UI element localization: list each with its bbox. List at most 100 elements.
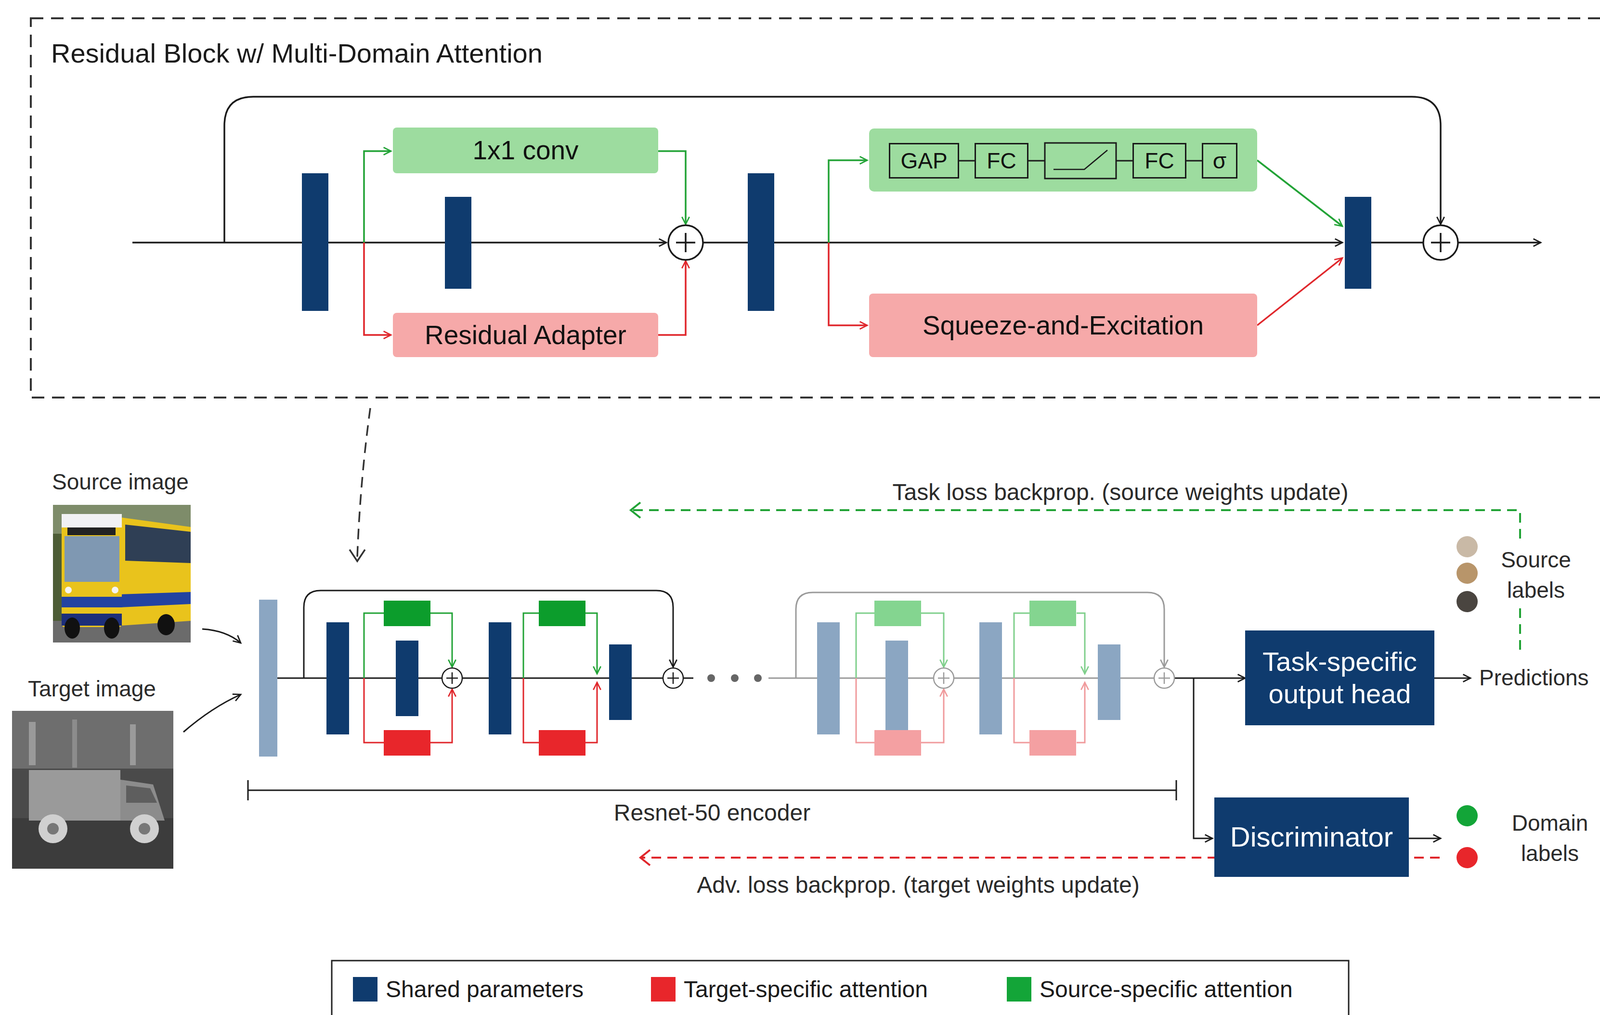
label-slot: Domain labels [1506, 808, 1594, 870]
target-attention-block [538, 730, 586, 756]
target-photo [130, 724, 136, 766]
node-text: Squeeze-and-Excitation [922, 310, 1204, 342]
legend-text: Source-specific attention [1039, 976, 1293, 1003]
domain-label-dot [1456, 805, 1478, 827]
panel-frame: Residual Block w/ Multi-Domain Attention… [30, 18, 1600, 398]
panel-frame-outline [30, 18, 1600, 398]
legend-frame [331, 961, 1349, 1015]
faded-sum-symbol [933, 668, 954, 689]
shared-layer-bar [301, 173, 329, 312]
source-path [658, 151, 686, 225]
se-attention-panel [1028, 160, 1133, 162]
source-path [430, 613, 453, 668]
discriminator-box: Discriminator [1214, 797, 1409, 878]
sum-symbol [1430, 233, 1451, 253]
target-photo [12, 711, 174, 870]
target-photo [126, 785, 157, 804]
legend-entry: Source-specific attention [1006, 977, 1293, 1002]
annotation-label: Target image [26, 676, 158, 703]
block-wire [132, 241, 667, 244]
head-box: Task-specific output head [1245, 630, 1435, 726]
target-path [828, 242, 868, 326]
faded-source-attention-block [1029, 600, 1077, 627]
se-attention-panel [869, 128, 1258, 192]
shared-layer-bar [395, 640, 419, 717]
target-photo [120, 780, 165, 821]
annotation-label: Domain labels [1506, 808, 1594, 870]
legend-frame [331, 961, 1349, 1015]
node-text: FC [1144, 147, 1174, 174]
target-photo [72, 719, 78, 768]
annotation-label: Resnet-50 encoder [611, 799, 813, 828]
annotation-label: Task loss backprop. (source weights upda… [890, 478, 1351, 507]
block-wire [1457, 241, 1541, 244]
class-label-dot [1456, 591, 1478, 613]
encoder-wire [1174, 677, 1246, 680]
faded-target-attention-block [874, 730, 1077, 756]
class-label-dot [1456, 536, 1478, 558]
connector [1186, 160, 1202, 162]
shared-layer-bar [326, 622, 632, 735]
sum-symbol [668, 225, 1458, 261]
label-slot: Predictions [1477, 664, 1591, 692]
source-photo [61, 514, 122, 628]
annotation-label: Adv. loss backprop. (target weights upda… [694, 871, 1142, 900]
shared-layer-bar [747, 173, 775, 312]
target-photo [12, 818, 174, 870]
legend-entry: Shared parameters [352, 977, 584, 1002]
se-box: Squeeze-and-Excitation [869, 293, 1258, 358]
faded-layer-bar [817, 622, 1121, 735]
sum-symbol [667, 672, 679, 685]
op-box: FC [1132, 143, 1187, 179]
output-arrow [1408, 838, 1441, 840]
domain-label-dot [1456, 847, 1478, 869]
block-wire [1371, 241, 1424, 244]
annotation-label: Source image [50, 468, 191, 496]
label-slot: Adv. loss backprop. (target weights upda… [694, 871, 1142, 900]
ellipsis-dots [754, 674, 762, 683]
output-arrow [1432, 677, 1471, 680]
input-layer-bar [259, 599, 278, 757]
shared-layer-bar [488, 622, 512, 735]
block-wire [132, 96, 1541, 243]
block-wire [224, 96, 1441, 243]
faded-layer-bar [885, 640, 909, 735]
ellipsis-dots [707, 674, 716, 683]
faded-sum-symbol [1154, 668, 1175, 689]
source-path [1257, 160, 1343, 227]
shared-layer-bar [1344, 196, 1372, 289]
se-attention-panel [1044, 143, 1117, 179]
source-photo [61, 597, 122, 608]
source-photo [64, 536, 120, 583]
task-loss-backprop-arrow [630, 502, 1521, 651]
target-photo [28, 722, 36, 766]
ellipsis-dots [707, 674, 762, 683]
source-photo [157, 614, 175, 636]
legend-swatch [352, 977, 378, 1002]
source-attention-block [383, 600, 586, 627]
source-path [364, 151, 391, 243]
node-text: σ [1212, 147, 1227, 174]
target-photo [38, 814, 68, 844]
sum-symbol [663, 668, 684, 689]
task-loss-backprop-arrow [630, 502, 641, 519]
input-arrow [183, 629, 241, 733]
source-photo [111, 586, 119, 594]
node-text: Discriminator [1230, 820, 1393, 854]
source-photo [64, 617, 80, 639]
faded-target-path [921, 689, 944, 743]
legend-text: Target-specific attention [683, 976, 928, 1003]
label-slot: Source labels [1494, 545, 1579, 607]
node-text: Residual Adapter [424, 319, 627, 352]
callout-arrow [349, 408, 371, 562]
adapter-box: Residual Adapter [392, 312, 659, 358]
legend-swatch [650, 977, 676, 1002]
source-photo [120, 592, 191, 608]
source-photo [125, 524, 191, 564]
node-text: 1x1 conv [472, 134, 579, 167]
label-slot: Resnet-50 encoder [611, 799, 813, 828]
adversarial-backprop-arrow [640, 850, 651, 866]
target-photo [12, 711, 174, 870]
node-text: FC [986, 147, 1016, 174]
